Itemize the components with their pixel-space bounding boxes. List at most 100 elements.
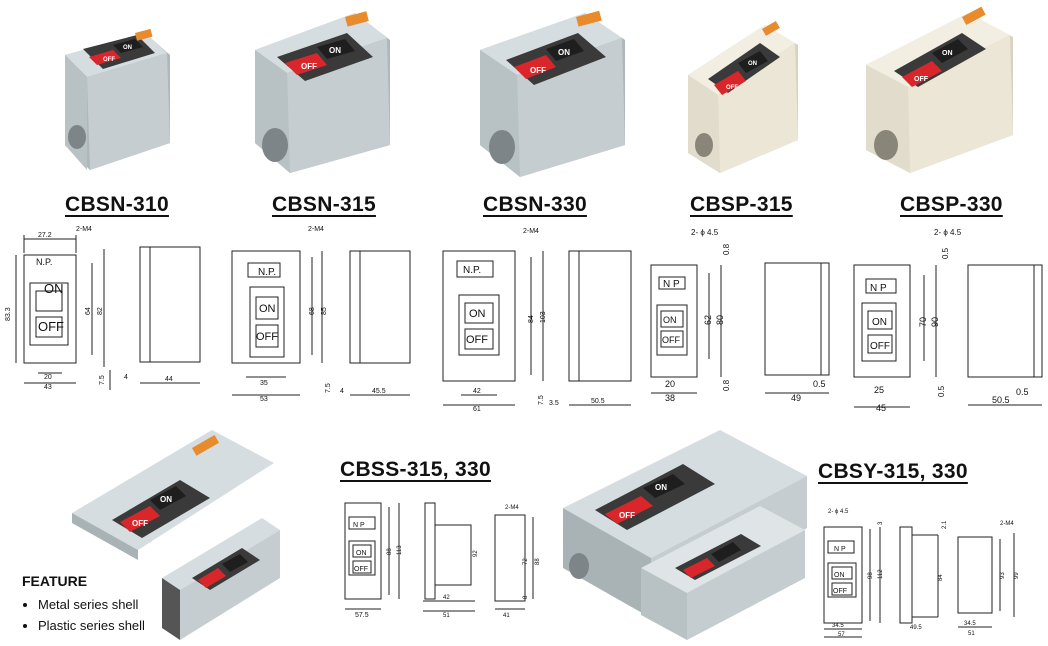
dim-label: 2-M4 — [523, 228, 539, 235]
dim-label: 0.5 — [813, 379, 826, 389]
model-title-cbsp-330: CBSP-330 — [900, 193, 1003, 216]
dim-label: 7.5 — [99, 375, 106, 385]
dim-label: 57 — [838, 632, 845, 638]
drawing-off-label: OFF — [354, 566, 368, 573]
drawing-on-label: ON — [663, 315, 677, 325]
dim-label: 82 — [97, 307, 104, 315]
dim-label: 88 — [387, 548, 393, 555]
photo-off-label: OFF — [530, 66, 546, 75]
photo-off-label: OFF — [103, 57, 115, 63]
drawing-cbsn-330: N.P. ON OFF 2-M4 84 103 42 61 7.5 3.5 50… — [442, 228, 632, 413]
dim-label: 44 — [165, 376, 173, 383]
dim-label: 51 — [443, 613, 450, 619]
dim-label: 113 — [397, 545, 403, 555]
dim-label: 50.5 — [992, 395, 1010, 405]
feature-item: Metal series shell — [38, 594, 145, 615]
drawing-off-label: OFF — [662, 335, 680, 345]
dim-label: 43 — [44, 384, 52, 391]
dim-label: 112 — [878, 569, 884, 579]
photo-off-label: OFF — [301, 62, 317, 71]
drawing-off-label: OFF — [870, 341, 890, 352]
dim-label: 57.5 — [355, 612, 369, 619]
drawing-np-label: N.P. — [463, 265, 481, 276]
drawing-cbsn-315: N.P. ON OFF 2-M4 68 85 35 53 7.5 4 45.5 — [231, 226, 411, 403]
drawing-off-label: OFF — [833, 588, 847, 595]
drawing-np-label: N P — [870, 283, 887, 294]
dim-label: 34.5 — [832, 623, 844, 629]
model-title-cbss: CBSS-315, 330 — [340, 458, 491, 481]
dim-label: 4 — [340, 388, 344, 395]
drawing-on-label: ON — [44, 281, 64, 296]
drawing-np-label: N.P. — [258, 267, 276, 278]
model-title-cbsn-315: CBSN-315 — [272, 193, 376, 216]
dim-label: 103 — [540, 311, 547, 323]
dim-label: 68 — [309, 307, 316, 315]
dim-label: 20 — [44, 374, 52, 381]
dim-label: 72 — [523, 558, 529, 565]
dim-label: 2- ϕ 4.5 — [828, 509, 849, 515]
photo-on-label: ON — [655, 483, 667, 492]
feature-heading: FEATURE — [22, 573, 88, 589]
dim-label: 62 — [703, 315, 713, 325]
dim-label: 7.5 — [325, 383, 332, 393]
dim-label: 99 — [1014, 572, 1020, 579]
drawing-cbsp-315: N P ON OFF 2- ϕ 4.5 0.8 62 80 20 38 0.8 … — [650, 228, 830, 403]
drawing-np-label: N P — [834, 546, 846, 553]
photo-on-label: ON — [123, 45, 132, 51]
dim-label: 0.8 — [722, 243, 731, 255]
model-title-cbsy: CBSY-315, 330 — [818, 460, 968, 483]
dim-label: 2-M4 — [308, 226, 324, 233]
dim-label: 41 — [503, 613, 510, 619]
dim-label: 88 — [535, 558, 541, 565]
dim-label: 61 — [473, 406, 481, 413]
drawing-np-label: N.P. — [36, 257, 52, 267]
drawing-on-label: ON — [469, 308, 486, 320]
photo-on-label: ON — [329, 46, 341, 55]
drawing-on-label: ON — [872, 317, 887, 328]
dim-label: 3 — [878, 521, 884, 525]
feature-list: Metal series shell Plastic series shell — [22, 594, 145, 636]
dim-label: 70 — [918, 317, 928, 327]
dim-label: 2- ϕ 4.5 — [934, 228, 962, 237]
photo-cbsy: OFF ON — [563, 430, 807, 640]
dim-label: 2-M4 — [76, 226, 92, 233]
photo-cbsn-330: OFF ON — [480, 10, 625, 177]
photo-off-label: OFF — [132, 519, 148, 528]
feature-item: Plastic series shell — [38, 615, 145, 636]
photo-cbss: OFF ON — [72, 430, 280, 640]
dim-label: 64 — [85, 307, 92, 315]
dim-label: 50.5 — [591, 398, 605, 405]
dim-label: 2- ϕ 4.5 — [691, 228, 719, 237]
dim-label: 83.3 — [5, 307, 12, 321]
drawing-on-label: ON — [259, 303, 276, 315]
dim-label: 25 — [874, 385, 884, 395]
model-title-cbsn-330: CBSN-330 — [483, 193, 587, 216]
dim-label: 2.1 — [942, 520, 948, 529]
dim-label: 34.5 — [964, 621, 976, 627]
dim-label: 92 — [473, 550, 479, 557]
photo-cbsp-315: OFF ON — [688, 21, 798, 173]
photo-on-label: ON — [942, 50, 953, 57]
model-title-cbsp-315: CBSP-315 — [690, 193, 793, 216]
drawing-np-label: N P — [353, 522, 365, 529]
dim-label: 53 — [260, 396, 268, 403]
dim-label: 38 — [665, 393, 675, 403]
dim-label: 51 — [968, 631, 975, 637]
photo-off-label: OFF — [914, 76, 929, 83]
dim-label: 84 — [938, 574, 944, 581]
dim-label: 7.5 — [538, 395, 545, 405]
dim-label: 0.5 — [937, 385, 946, 397]
feature-section: FEATURE Metal series shell Plastic serie… — [22, 573, 145, 636]
drawing-on-label: ON — [834, 572, 845, 579]
drawing-off-label: OFF — [466, 334, 488, 346]
dim-label: 84 — [528, 315, 535, 323]
photo-cbsp-330: OFF ON — [866, 6, 1013, 173]
dim-label: 0.8 — [722, 379, 731, 391]
dim-label: 80 — [715, 315, 725, 325]
drawing-cbsy: N P ON OFF 2- ϕ 4.5 3 98 112 34.5 57 2.1… — [823, 509, 1020, 638]
drawing-cbss: N P ON OFF 2-M4 88 113 57.5 92 42 51 72 … — [344, 502, 541, 619]
photo-cbsn-310: OFF ON — [65, 28, 170, 170]
drawing-off-label: OFF — [256, 331, 278, 343]
dim-label: 42 — [473, 388, 481, 395]
dim-label: 49 — [791, 393, 801, 403]
